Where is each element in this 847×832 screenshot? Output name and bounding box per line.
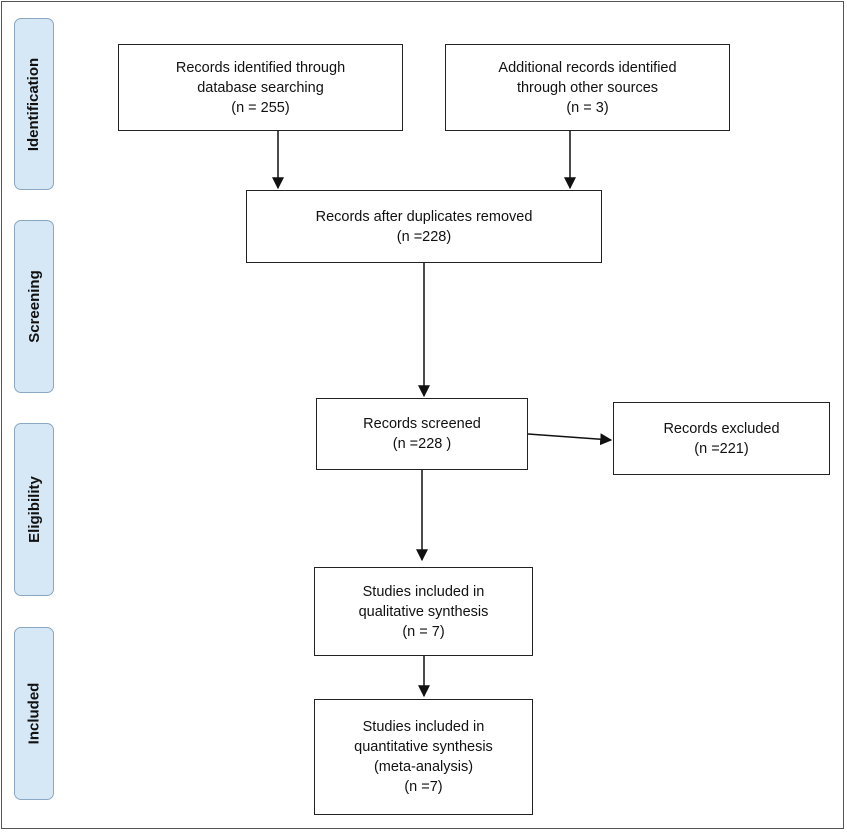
screened-count: (n =228 ) (392, 436, 452, 452)
qualitative-line1: Studies included in (362, 583, 485, 600)
box-records-other-sources: Additional records identified through ot… (445, 44, 730, 131)
quantitative-count: (n =7) (404, 779, 443, 795)
box-records-screened: Records screened (n =228 ) (316, 398, 528, 470)
excluded-count: (n =221) (694, 440, 749, 457)
other-sources-line1: Additional records identified (498, 59, 677, 76)
phase-screening: Screening (14, 220, 54, 393)
other-sources-line2: through other sources (516, 79, 659, 96)
box-quantitative-synthesis: Studies included in quantitative synthes… (314, 699, 533, 815)
phase-identification: Identification (14, 18, 54, 190)
qualitative-line2: qualitative synthesis (358, 603, 489, 620)
box-records-excluded: Records excluded (n =221) (613, 402, 830, 475)
quantitative-line1: Studies included in (362, 719, 485, 735)
duplicates-removed-count: (n =228) (396, 228, 452, 245)
screened-line1: Records screened (363, 416, 481, 432)
box-qualitative-synthesis: Studies included in qualitative synthesi… (314, 567, 533, 656)
box-duplicates-removed: Records after duplicates removed (n =228… (246, 190, 602, 263)
phase-included: Included (14, 627, 54, 800)
excluded-line1: Records excluded (663, 420, 780, 437)
box-records-database-searching: Records identified through database sear… (118, 44, 403, 131)
phase-eligibility: Eligibility (14, 423, 54, 596)
quantitative-line3: (meta-analysis) (373, 759, 474, 775)
db-search-count: (n = 255) (231, 99, 290, 116)
db-search-line2: database searching (197, 79, 324, 96)
quantitative-line2: quantitative synthesis (354, 739, 493, 755)
other-sources-count: (n = 3) (566, 99, 609, 116)
duplicates-removed-line1: Records after duplicates removed (315, 208, 533, 225)
qualitative-count: (n = 7) (402, 623, 445, 640)
db-search-line1: Records identified through (175, 59, 346, 76)
arrow-screened-to-excluded (527, 433, 613, 446)
